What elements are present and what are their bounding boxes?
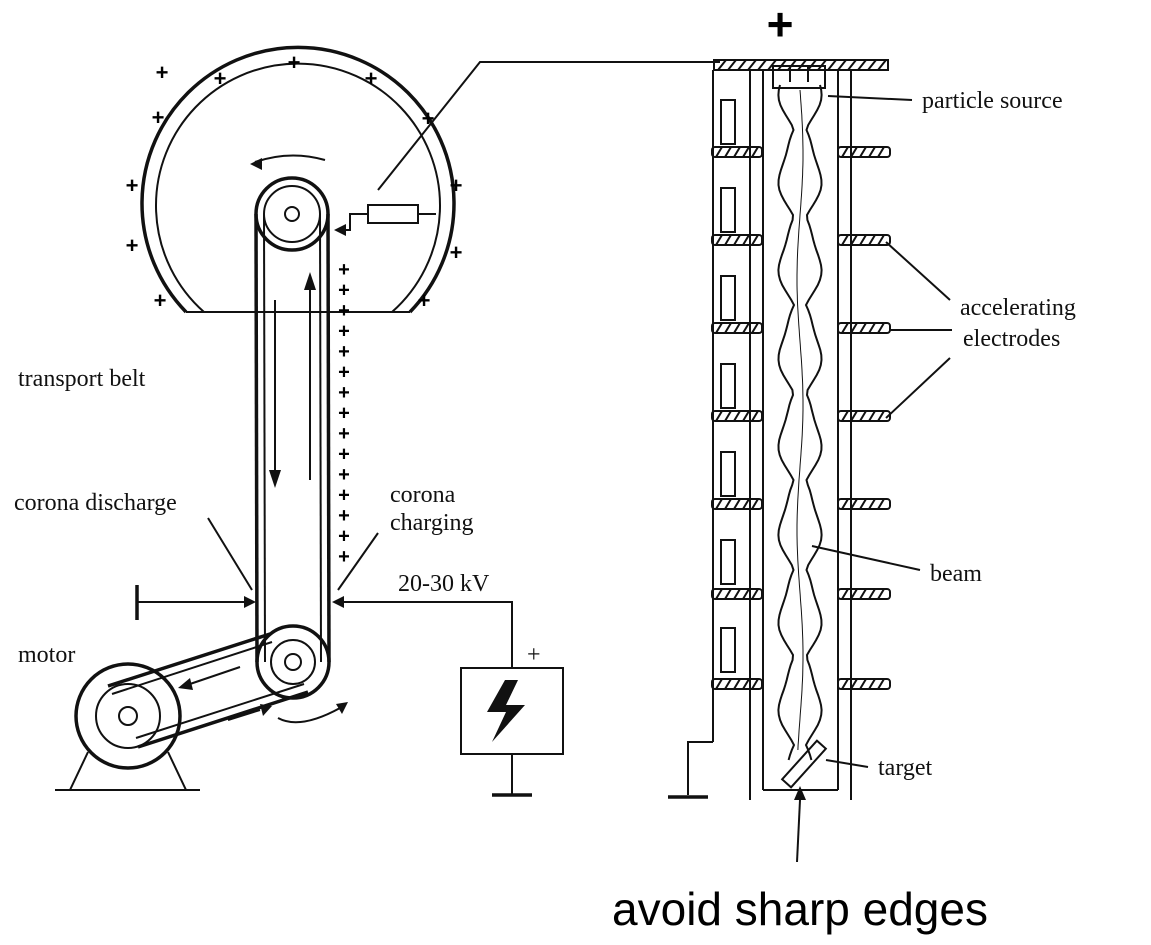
caption-arrow — [796, 799, 801, 863]
caption-label: avoid sharp edges — [612, 883, 988, 935]
accelerator-column — [712, 59, 889, 800]
charge-symbol: + — [450, 240, 463, 265]
charge-symbol: + — [338, 341, 350, 363]
beam-label: beam — [930, 561, 982, 587]
corona-label: corona — [390, 482, 456, 508]
resistor — [720, 539, 736, 585]
charge-symbol: + — [214, 66, 227, 91]
accelerating-electrodes — [711, 146, 891, 690]
charge-symbol: + — [338, 423, 350, 445]
charge-symbol: + — [338, 280, 350, 302]
charging-label: charging — [390, 510, 474, 536]
corona-charging-electrode — [332, 532, 513, 668]
transport-belt — [254, 176, 331, 700]
electrode-plate — [837, 146, 891, 158]
electrode-plate — [711, 234, 763, 246]
electrode-plate — [711, 410, 763, 422]
resistor — [720, 187, 736, 233]
column-ground — [668, 741, 713, 799]
electrode-plate — [711, 678, 763, 690]
electrode-plate — [837, 322, 891, 334]
charge-symbol: + — [365, 66, 378, 91]
belt-charges: +++++++++++++++ — [338, 259, 350, 568]
electrode-plate — [837, 234, 891, 246]
particle-beam — [777, 84, 823, 761]
charge-symbol: + — [126, 233, 139, 258]
target — [780, 739, 869, 789]
electrode-plate — [711, 588, 763, 600]
charge-symbol: + — [156, 60, 169, 85]
collector-resistor — [334, 204, 436, 236]
top-plus-label: + — [767, 0, 794, 50]
charge-symbol: + — [418, 288, 431, 313]
charge-symbol: + — [338, 259, 350, 281]
divider-resistors — [720, 99, 736, 673]
transport-belt-label: transport belt — [18, 366, 146, 392]
electrode-plate — [711, 498, 763, 510]
charge-symbol: + — [338, 444, 350, 466]
charge-symbol: + — [338, 526, 350, 548]
charge-symbol: + — [338, 505, 350, 527]
power-supply — [460, 667, 564, 797]
electrode-plate — [837, 498, 891, 510]
supply-plus-label: + — [527, 642, 541, 668]
resistor — [720, 363, 736, 409]
charge-symbol: + — [126, 173, 139, 198]
charge-symbol: + — [338, 485, 350, 507]
electrode-plate — [711, 322, 763, 334]
lightning-bolt-icon — [487, 680, 525, 742]
resistor — [720, 275, 736, 321]
target-label: target — [878, 755, 933, 781]
charge-symbol: + — [338, 464, 350, 486]
particle-source-label: particle source — [922, 88, 1063, 114]
electrode-plate — [837, 410, 891, 422]
corona-discharge-electrode — [135, 517, 256, 620]
charge-symbol: + — [152, 105, 165, 130]
voltage-label: 20-30 kV — [398, 571, 490, 597]
corona-discharge-label: corona discharge — [14, 490, 177, 516]
charge-symbol: + — [450, 173, 463, 198]
charge-symbol: + — [338, 403, 350, 425]
charge-symbol: + — [338, 321, 350, 343]
charge-symbol: + — [288, 50, 301, 75]
motor — [55, 632, 348, 791]
electrodes-label: electrodes — [963, 326, 1060, 352]
electrode-plate — [837, 588, 891, 600]
connecting-wire — [377, 61, 720, 191]
resistor — [720, 451, 736, 497]
accelerating-label: accelerating — [960, 295, 1076, 321]
charge-symbol: + — [154, 288, 167, 313]
charge-symbol: + — [338, 300, 350, 322]
dome-charges: ++++++++++++ — [126, 50, 463, 313]
charge-symbol: + — [338, 546, 350, 568]
electrode-plate — [837, 678, 891, 690]
terminal-dome — [140, 45, 456, 314]
electrode-plate — [711, 146, 763, 158]
charge-symbol: + — [338, 382, 350, 404]
resistor — [720, 99, 736, 145]
charge-symbol: + — [338, 362, 350, 384]
resistor — [720, 627, 736, 673]
motor-label: motor — [18, 642, 75, 668]
